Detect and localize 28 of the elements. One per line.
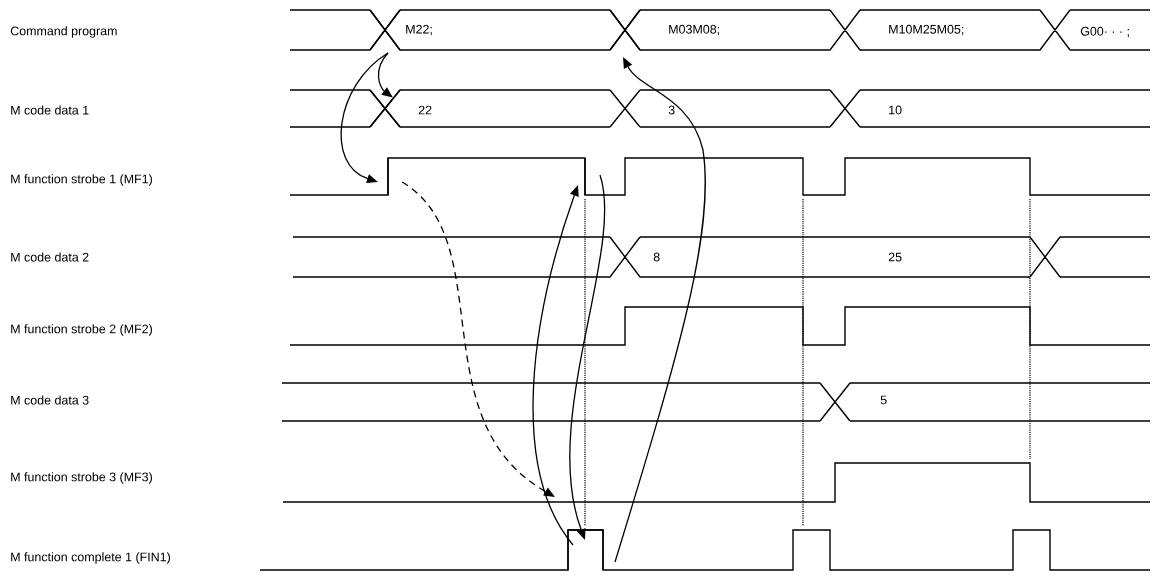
bus-value: M03M08; [669, 24, 719, 36]
bus-value: 25 [888, 252, 902, 262]
signal-name: M function strobe 1 (MF1) [11, 174, 152, 186]
arrow [401, 181, 555, 497]
bus-value: 10 [889, 105, 902, 115]
bus-value: G00· · · ; [1080, 26, 1129, 38]
arrow [569, 174, 606, 540]
transition-cross [369, 89, 401, 128]
arrow [377, 52, 393, 98]
arrow [614, 57, 706, 563]
signal-name: M function complete 1 (FIN1) [11, 552, 170, 564]
signal-name: M code data 3 [11, 395, 89, 405]
bus-value: 3 [668, 105, 675, 115]
bus-value: M10M25M05; [889, 24, 964, 36]
transition-cross [369, 9, 401, 51]
bus-value: 8 [653, 252, 660, 262]
signal-name: M code data 2 [11, 252, 89, 262]
bus-value: 22 [418, 105, 432, 115]
signal-name: M code data 1 [11, 105, 89, 115]
signal-pulse [567, 529, 604, 571]
signal-name: Command program [10, 26, 117, 38]
signal-edge [584, 157, 586, 196]
transition-cross [609, 9, 641, 51]
signal-name: M function strobe 3 (MF3) [11, 472, 152, 484]
signal-name: M function strobe 2 (MF2) [11, 324, 152, 336]
signal-edge [387, 157, 389, 196]
bus-value: 5 [880, 395, 887, 405]
arrow [532, 185, 579, 546]
